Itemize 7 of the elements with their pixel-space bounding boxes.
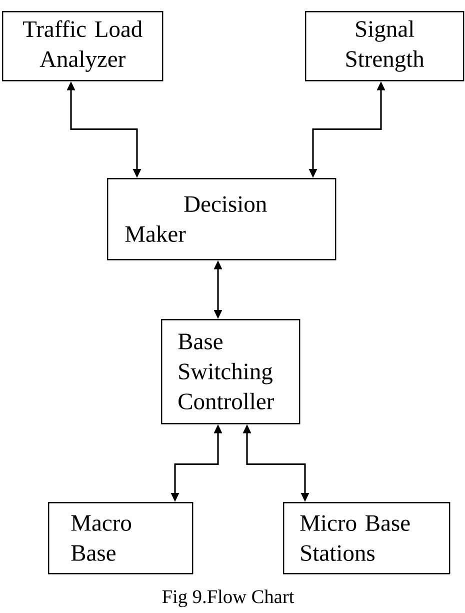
process-box: Macro Base [48, 502, 194, 574]
process-box: Traffic Load Analyzer [2, 11, 164, 82]
caption: Fig 9.Flow Chart [162, 590, 294, 608]
process-box: Decision Maker [107, 178, 336, 260]
process-box: Base Switching Controller [161, 319, 300, 424]
process-box: Signal Strength [305, 11, 464, 82]
process-box: Micro Base Stations [283, 502, 450, 574]
